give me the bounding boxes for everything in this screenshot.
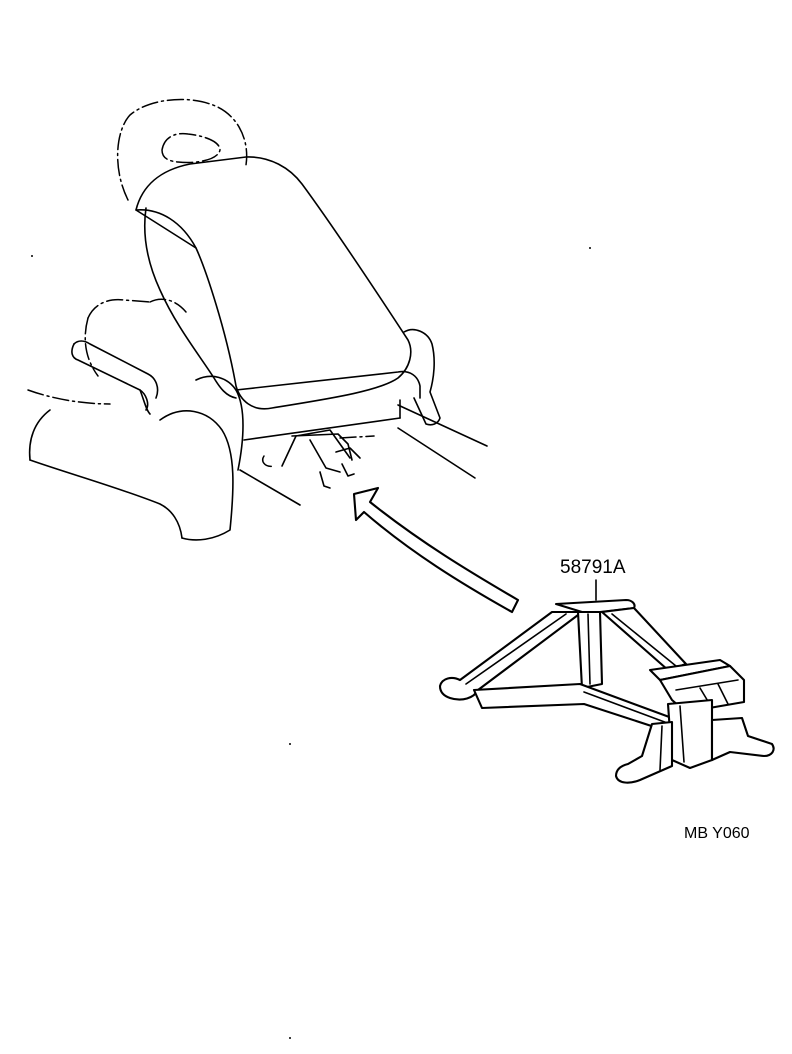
jack-bracket-icon	[438, 579, 775, 784]
seat-icon	[27, 98, 488, 541]
installed-jack-bracket-icon	[262, 429, 375, 489]
curved-arrow-icon	[352, 486, 520, 614]
figure-code-label: MB Y060	[684, 825, 750, 842]
part-number-label: 58791A	[560, 557, 626, 578]
